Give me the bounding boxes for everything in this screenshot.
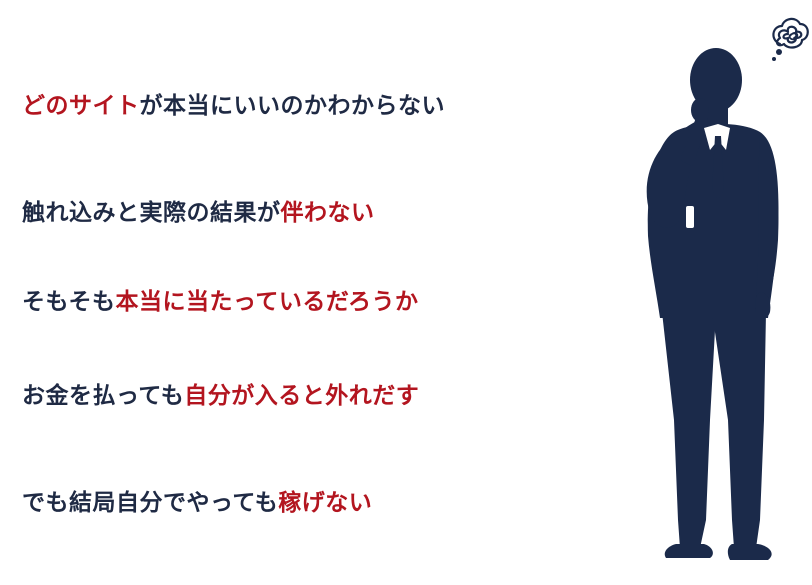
businessman-on-phone-silhouette bbox=[646, 48, 779, 560]
thought-bubble-dot-large bbox=[776, 49, 782, 55]
thought-bubble-dot-small bbox=[772, 57, 776, 61]
worry-line-1: どのサイトが本当にいいのかわからない bbox=[22, 86, 445, 120]
worry-line-3-text: そもそも bbox=[22, 289, 116, 315]
worry-line-2-text: 触れ込みと実際の結果が bbox=[22, 200, 281, 226]
worry-line-4: お金を払っても自分が入ると外れだす bbox=[22, 376, 419, 410]
worry-line-1-text: が本当にいいのかわからない bbox=[139, 93, 445, 119]
shirt-cuff bbox=[686, 206, 694, 228]
worry-line-4-highlight: 自分が入ると外れだす bbox=[184, 383, 420, 409]
worry-line-4-text: お金を払っても bbox=[22, 383, 185, 409]
worry-line-2: 触れ込みと実際の結果が伴わない bbox=[22, 193, 375, 227]
worry-line-5: でも結局自分でやっても稼げない bbox=[22, 483, 372, 517]
worry-line-3: そもそも本当に当たっているだろうか bbox=[22, 282, 419, 316]
worry-line-5-highlight: 稼げない bbox=[278, 490, 373, 516]
tangled-thought-scribble-icon bbox=[772, 17, 809, 61]
necktie bbox=[712, 136, 724, 200]
worry-line-1-highlight: どのサイト bbox=[22, 93, 140, 119]
worry-line-2-highlight: 伴わない bbox=[280, 200, 375, 226]
worry-line-5-text: でも結局自分でやっても bbox=[22, 490, 279, 516]
worry-line-3-highlight: 本当に当たっているだろうか bbox=[115, 289, 419, 315]
